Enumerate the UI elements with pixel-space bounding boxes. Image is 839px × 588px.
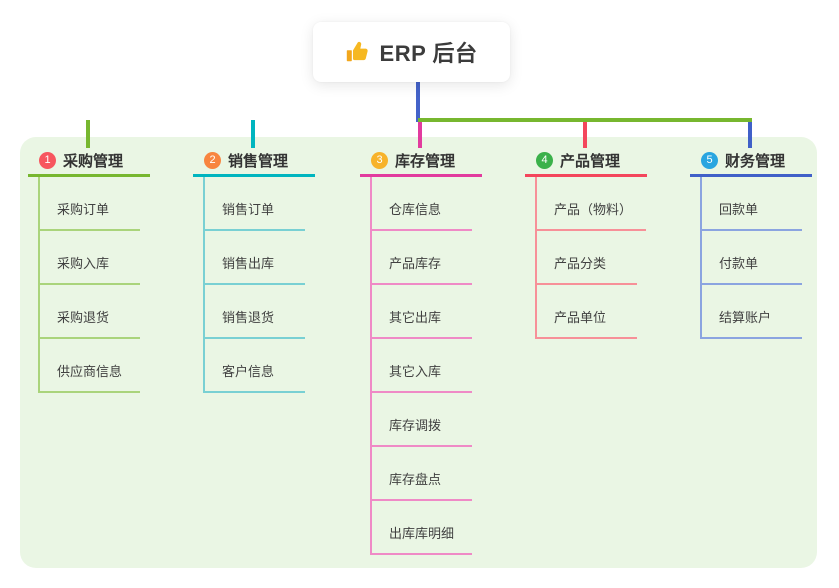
child-node[interactable]: 供应商信息	[38, 361, 140, 393]
child-node[interactable]: 产品库存	[370, 253, 472, 285]
child-node[interactable]: 客户信息	[203, 361, 305, 393]
child-node[interactable]: 采购订单	[38, 199, 140, 231]
branch-children: 产品（物料） 产品分类产品单位	[535, 177, 647, 339]
branch-number-badge: 3	[371, 151, 388, 169]
branch-children: 销售订单销售出库销售退货客户信息	[203, 177, 315, 393]
child-node[interactable]: 产品分类	[535, 253, 637, 285]
root-connector-line	[416, 82, 420, 122]
branch-number-badge: 4	[536, 151, 553, 169]
child-node[interactable]: 产品单位	[535, 307, 637, 339]
child-row: 销售订单	[203, 177, 315, 231]
child-node[interactable]: 出库库明细	[370, 523, 472, 555]
child-node[interactable]: 库存调拨	[370, 415, 472, 447]
branch-title: 销售管理	[228, 152, 289, 170]
child-row: 销售退货	[203, 285, 315, 339]
child-row: 付款单	[700, 231, 812, 285]
branch-number-badge: 2	[204, 151, 221, 169]
branch-connector-line	[418, 120, 422, 148]
branch-header[interactable]: 2 销售管理	[193, 137, 315, 177]
rail-segment-left	[418, 118, 752, 122]
branch-header[interactable]: 3 库存管理	[360, 137, 482, 177]
child-row: 销售出库	[203, 231, 315, 285]
child-node[interactable]: 回款单	[700, 199, 802, 231]
child-row: 出库库明细	[370, 501, 482, 555]
child-row: 供应商信息	[38, 339, 150, 393]
child-row: 产品（物料）	[535, 177, 647, 231]
branch-column-4: 4 产品管理 产品（物料） 产品分类产品单位	[525, 120, 647, 339]
child-row: 客户信息	[203, 339, 315, 393]
child-row: 库存盘点	[370, 447, 482, 501]
child-node[interactable]: 销售出库	[203, 253, 305, 285]
branch-header[interactable]: 5 财务管理	[690, 137, 812, 177]
child-node[interactable]: 仓库信息	[370, 199, 472, 231]
branch-connector-line	[748, 120, 752, 148]
root-title: ERP 后台	[379, 41, 478, 66]
branch-number-badge: 1	[39, 151, 56, 169]
child-row: 产品库存	[370, 231, 482, 285]
branch-children: 采购订单采购入库采购退货供应商信息	[38, 177, 150, 393]
child-node[interactable]: 库存盘点	[370, 469, 472, 501]
branch-number-badge: 5	[701, 151, 718, 169]
child-row: 产品分类	[535, 231, 647, 285]
child-row: 其它出库	[370, 285, 482, 339]
child-node[interactable]: 其它出库	[370, 307, 472, 339]
child-row: 仓库信息	[370, 177, 482, 231]
branch-children: 回款单付款单结算账户	[700, 177, 812, 339]
child-row: 库存调拨	[370, 393, 482, 447]
branch-connector-line	[583, 120, 587, 148]
branches-panel: 1 采购管理 采购订单采购入库采购退货供应商信息 2 销售管理 销售订单销售出库…	[20, 120, 817, 568]
branch-connector-line	[86, 120, 90, 148]
child-row: 采购订单	[38, 177, 150, 231]
child-row: 采购退货	[38, 285, 150, 339]
branch-title: 采购管理	[63, 152, 124, 170]
branch-column-1: 1 采购管理 采购订单采购入库采购退货供应商信息	[28, 120, 150, 393]
child-row: 回款单	[700, 177, 812, 231]
branch-column-5: 5 财务管理 回款单付款单结算账户	[690, 120, 812, 339]
child-node[interactable]: 销售退货	[203, 307, 305, 339]
branch-title: 库存管理	[395, 152, 456, 170]
thumbs-up-icon	[346, 40, 370, 64]
root-node[interactable]: ERP 后台	[313, 22, 510, 82]
branch-children: 仓库信息产品库存其它出库其它入库库存调拨库存盘点出库库明细	[370, 177, 482, 555]
branch-connector-line	[251, 120, 255, 148]
branch-column-2: 2 销售管理 销售订单销售出库销售退货客户信息	[193, 120, 315, 393]
branch-column-3: 3 库存管理 仓库信息产品库存其它出库其它入库库存调拨库存盘点出库库明细	[360, 120, 482, 555]
child-node[interactable]: 付款单	[700, 253, 802, 285]
child-node[interactable]: 其它入库	[370, 361, 472, 393]
child-node[interactable]: 结算账户	[700, 307, 802, 339]
branch-title: 财务管理	[725, 152, 786, 170]
child-row: 采购入库	[38, 231, 150, 285]
child-node[interactable]: 销售订单	[203, 199, 305, 231]
child-node[interactable]: 产品（物料）	[535, 199, 647, 231]
branch-title: 产品管理	[560, 152, 621, 170]
branch-header[interactable]: 1 采购管理	[28, 137, 150, 177]
child-row: 其它入库	[370, 339, 482, 393]
child-node[interactable]: 采购入库	[38, 253, 140, 285]
child-node[interactable]: 采购退货	[38, 307, 140, 339]
child-row: 产品单位	[535, 285, 647, 339]
child-row: 结算账户	[700, 285, 812, 339]
branch-header[interactable]: 4 产品管理	[525, 137, 647, 177]
